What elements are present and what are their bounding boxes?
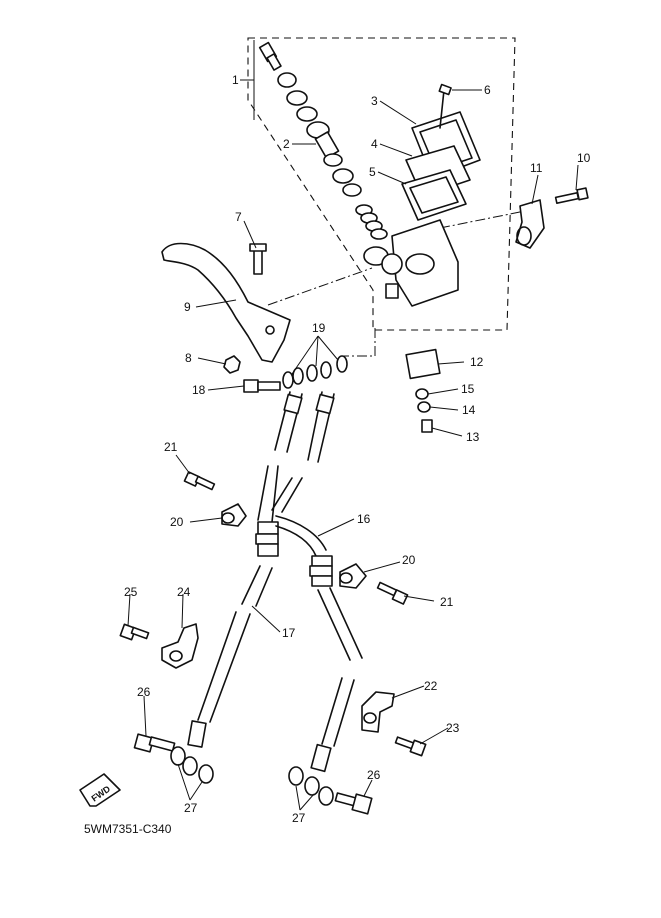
reservoir-cap-assembly [401, 83, 481, 221]
clamp-bolt-right [376, 581, 409, 605]
washer-14 [417, 401, 431, 413]
copper-washers-top [282, 355, 348, 389]
washer-15 [415, 388, 429, 400]
callout-12: 12 [470, 355, 484, 369]
callout-26-left: 26 [137, 685, 151, 699]
callout-23: 23 [446, 721, 460, 735]
callout-20-left: 20 [170, 515, 184, 529]
callout-24: 24 [177, 585, 191, 599]
handlebar-holder [515, 199, 545, 249]
callout-3: 3 [371, 94, 378, 108]
holder-bolt [554, 187, 589, 205]
guide-bolt-23 [394, 736, 427, 757]
callout-17: 17 [282, 626, 296, 640]
union-bolt-top [243, 379, 281, 393]
hose-clamp-right [339, 563, 367, 589]
callout-9: 9 [184, 300, 191, 314]
brake-lever [161, 242, 291, 363]
assembly-boundary [247, 37, 516, 331]
callout-18: 18 [192, 383, 206, 397]
hose-guide-22 [361, 691, 395, 733]
callout-5: 5 [369, 165, 376, 179]
callout-19: 19 [312, 321, 326, 335]
pivot-bolt [249, 243, 267, 275]
axis-line-bracket [439, 209, 531, 229]
callout-6: 6 [484, 83, 491, 97]
callout-10: 10 [577, 151, 591, 165]
lower-left-hose [187, 565, 273, 748]
callout-20-right: 20 [402, 553, 416, 567]
callout-25: 25 [124, 585, 138, 599]
lower-right-hose [310, 587, 363, 773]
hose-joint [255, 515, 333, 587]
union-bolt-left [133, 733, 176, 753]
callout-21-left: 21 [164, 440, 178, 454]
callout-13: 13 [466, 430, 480, 444]
callout-7: 7 [235, 210, 242, 224]
copper-washers-left [170, 746, 214, 784]
axis-line-hose-bolt [343, 328, 376, 357]
callout-21-right: 21 [440, 595, 454, 609]
copper-washers-right [288, 766, 334, 806]
union-bolt-right [334, 792, 373, 815]
axis-line-lever [267, 267, 373, 306]
callout-27-right: 27 [292, 811, 306, 825]
hose-clamp-left [221, 503, 247, 527]
callout-16: 16 [357, 512, 371, 526]
clamp-bolt-left [183, 471, 216, 491]
callout-8: 8 [185, 351, 192, 365]
lever-nut [223, 355, 241, 374]
brake-switch [405, 348, 441, 380]
leader-lines [127, 40, 579, 811]
callout-27-left: 27 [184, 801, 198, 815]
hose-guide-24 [161, 623, 199, 669]
diagram-code-label: 5WM7351-C340 [84, 822, 172, 836]
callout-2: 2 [283, 137, 290, 151]
callout-15: 15 [461, 382, 475, 396]
piston-kit [258, 41, 388, 240]
guide-bolt-25 [119, 623, 150, 641]
master-cylinder-body [363, 219, 459, 307]
callout-1: 1 [232, 73, 239, 87]
callout-22: 22 [424, 679, 438, 693]
callout-4: 4 [371, 137, 378, 151]
callout-14: 14 [462, 403, 476, 417]
callout-26-right: 26 [367, 768, 381, 782]
screw-13 [421, 419, 433, 433]
upper-brake-hose [257, 391, 335, 523]
callout-11: 11 [530, 161, 543, 175]
forward-arrow-icon: FWD [79, 773, 121, 807]
